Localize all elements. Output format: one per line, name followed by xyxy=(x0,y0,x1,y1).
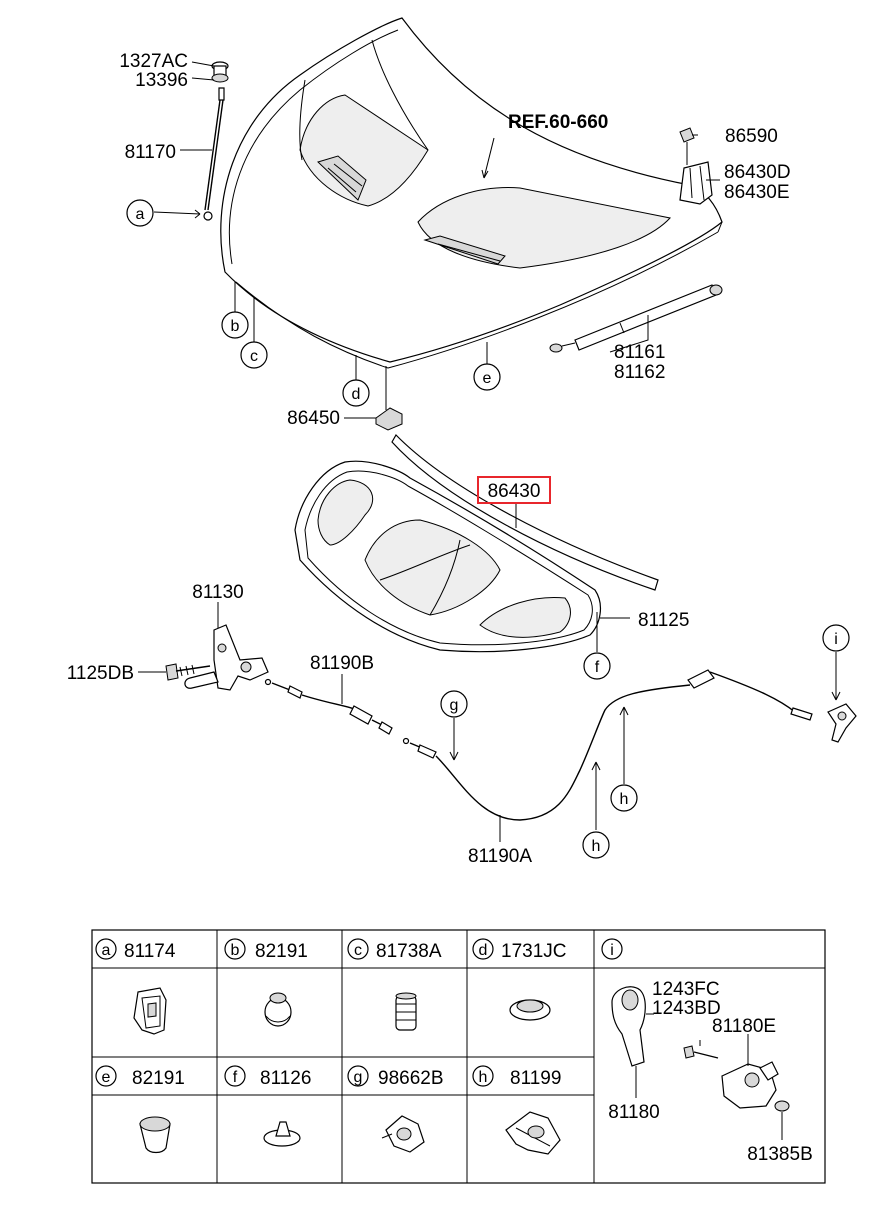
cell-part-81180: 81180 xyxy=(608,1102,659,1123)
label-86450: 86450 xyxy=(287,408,340,429)
label-81162: 81162 xyxy=(614,362,665,383)
cell-part-81738a: 81738A xyxy=(376,941,442,962)
inside-release-assembly-drawing xyxy=(611,986,790,1140)
weatherstrip-86430 xyxy=(391,434,659,591)
bumper-82191-b-drawing xyxy=(264,992,292,1027)
label-81170: 81170 xyxy=(125,142,176,163)
bumper-86450 xyxy=(375,407,403,431)
bracket-86430d xyxy=(679,127,713,205)
cell-letter-d: d xyxy=(479,942,488,959)
table-cell-h: h 81199 xyxy=(472,1065,561,1089)
insulator-pad-81125 xyxy=(294,460,602,653)
clip-98662b-drawing xyxy=(381,1115,425,1153)
spring-81738a-drawing xyxy=(395,992,417,1031)
cell-part-81385b: 81385B xyxy=(747,1144,813,1165)
clip-81126-drawing xyxy=(263,1121,301,1147)
highlight-box-86430 xyxy=(477,476,551,504)
cell-letter-h: h xyxy=(479,1069,488,1086)
table-cell-g: g 98662B xyxy=(347,1065,444,1089)
release-cable-81190b xyxy=(264,678,393,735)
table-cell-i: i xyxy=(601,938,623,960)
gas-strut xyxy=(549,284,723,353)
marker-d: d xyxy=(352,386,361,403)
marker-a: a xyxy=(136,206,145,223)
cell-letter-c: c xyxy=(354,942,362,959)
hood-latch-81130 xyxy=(165,624,269,691)
clip-81174-drawing xyxy=(133,987,167,1035)
cell-part-81180e: 81180E xyxy=(712,1016,776,1037)
parts-table: a 81174 b 82191 c 81738A d 1731JC i e 82… xyxy=(91,929,826,1184)
release-cable-81190a xyxy=(402,669,813,821)
table-cell-c: c 81738A xyxy=(347,938,442,962)
marker-b: b xyxy=(231,318,240,335)
label-81161: 81161 xyxy=(614,342,665,363)
label-86430e: 86430E xyxy=(724,182,790,203)
cell-letter-f: f xyxy=(233,1069,238,1086)
label-86430d: 86430D xyxy=(724,162,791,183)
label-86430: 86430 xyxy=(488,481,541,502)
bumper-82191-e-drawing xyxy=(139,1116,171,1154)
cell-letter-i: i xyxy=(610,942,614,959)
table-cell-e: e 82191 xyxy=(95,1065,185,1089)
label-81130: 81130 xyxy=(192,582,243,603)
cell-letter-e: e xyxy=(102,1069,111,1086)
cell-letter-a: a xyxy=(102,942,111,959)
hood-stay-rod xyxy=(203,61,229,221)
marker-h-upper: h xyxy=(620,791,629,808)
cell-part-81174: 81174 xyxy=(124,941,176,962)
cell-part-81199: 81199 xyxy=(510,1068,561,1089)
cell-part-98662b: 98662B xyxy=(378,1068,444,1089)
label-ref: REF.60-660 xyxy=(508,112,608,133)
cell-part-1243fc: 1243FC xyxy=(652,979,720,1000)
plug-1731jc-drawing xyxy=(509,999,551,1021)
marker-f: f xyxy=(595,659,600,676)
hood-panel xyxy=(220,17,723,369)
cell-part-82191-e: 82191 xyxy=(132,1068,185,1089)
cell-part-81126: 81126 xyxy=(260,1068,311,1089)
label-13396: 13396 xyxy=(135,70,188,91)
label-81190b: 81190B xyxy=(310,653,374,674)
cell-letter-b: b xyxy=(231,942,240,959)
label-1327ac: 1327AC xyxy=(119,51,188,72)
callout-labels: 1327AC 13396 81170 REF.60-660 86590 8643… xyxy=(67,51,791,867)
cell-part-1731jc: 1731JC xyxy=(501,941,567,962)
label-86590: 86590 xyxy=(725,126,778,147)
leader-lines xyxy=(138,61,841,842)
table-cell-b: b 82191 xyxy=(224,938,308,962)
release-handle xyxy=(827,703,857,743)
table-cell-f: f 81126 xyxy=(224,1065,311,1089)
marker-g: g xyxy=(450,697,459,714)
marker-e: e xyxy=(483,370,492,387)
circle-markers: a b c d e f g h h i xyxy=(126,199,850,859)
marker-i: i xyxy=(834,631,838,648)
label-81125: 81125 xyxy=(638,610,689,631)
clip-81199-drawing xyxy=(505,1111,561,1155)
cell-part-82191-b: 82191 xyxy=(255,941,308,962)
marker-c: c xyxy=(250,348,258,365)
marker-h-lower: h xyxy=(592,838,601,855)
table-cell-a: a 81174 xyxy=(95,938,176,962)
cell-part-1243bd: 1243BD xyxy=(652,998,721,1019)
cell-letter-g: g xyxy=(354,1069,363,1086)
label-81190a: 81190A xyxy=(468,846,532,867)
table-cell-d: d 1731JC xyxy=(472,938,567,962)
label-1125db: 1125DB xyxy=(67,663,134,684)
